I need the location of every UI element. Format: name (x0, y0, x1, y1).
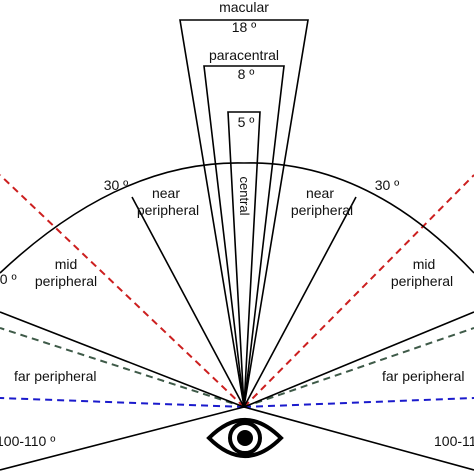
central-angle: 5 º (238, 114, 255, 130)
macular-wedge (179, 19, 309, 408)
near-peripheral-right-edge (243, 196, 357, 408)
paracentral-wedge (203, 65, 285, 408)
near-peripheral-left-edge (131, 196, 245, 408)
green-dashed-line-right (243, 327, 474, 408)
red-dashed-line-right (243, 174, 474, 408)
mid-peripheral-right-edge (243, 311, 474, 408)
near-peripheral-left-angle: 30 º (104, 177, 129, 193)
mid-peripheral-left-edge (0, 311, 245, 408)
macular-label: macular (219, 0, 269, 15)
near-peripheral-left-line2: peripheral (137, 202, 199, 218)
far-peripheral-right-angle: 100-110 º (434, 433, 474, 449)
labels: macular 18 º paracentral 8 º 5 º central… (0, 0, 474, 449)
near-peripheral-left-line1: near (152, 185, 180, 201)
mid-peripheral-left-line1: mid (55, 256, 78, 272)
central-label: central (237, 176, 252, 215)
far-boundary-right (243, 406, 474, 471)
near-peripheral-right-angle: 30 º (375, 177, 400, 193)
mid-peripheral-left-line2: peripheral (35, 273, 97, 289)
near-peripheral-right-line1: near (306, 185, 334, 201)
peripheral-arc (0, 162, 474, 274)
mid-peripheral-right-line1: mid (413, 256, 436, 272)
green-dashed-line-left (0, 327, 245, 408)
mid-peripheral-right-line2: peripheral (391, 273, 453, 289)
far-peripheral-left-angle: 100-110 º (0, 433, 55, 449)
mid-peripheral-left-angle: 60 º (0, 271, 17, 287)
central-wedges (179, 19, 309, 408)
far-peripheral-boundaries (0, 406, 474, 471)
dashed-lines (0, 174, 474, 408)
near-peripheral-right-line2: peripheral (291, 202, 353, 218)
far-peripheral-right-label: far peripheral (382, 368, 465, 384)
blue-dashed-line-right (243, 397, 474, 408)
paracentral-label: paracentral (209, 47, 279, 63)
peripheral-arc-group (0, 162, 474, 408)
far-peripheral-left-label: far peripheral (14, 368, 97, 384)
red-dashed-line-left (0, 174, 245, 408)
far-boundary-left (0, 406, 245, 471)
paracentral-angle: 8 º (238, 66, 255, 82)
blue-dashed-line-left (0, 397, 245, 408)
macular-angle: 18 º (232, 19, 257, 35)
central-wedge (227, 111, 261, 408)
eye-icon (206, 418, 284, 458)
